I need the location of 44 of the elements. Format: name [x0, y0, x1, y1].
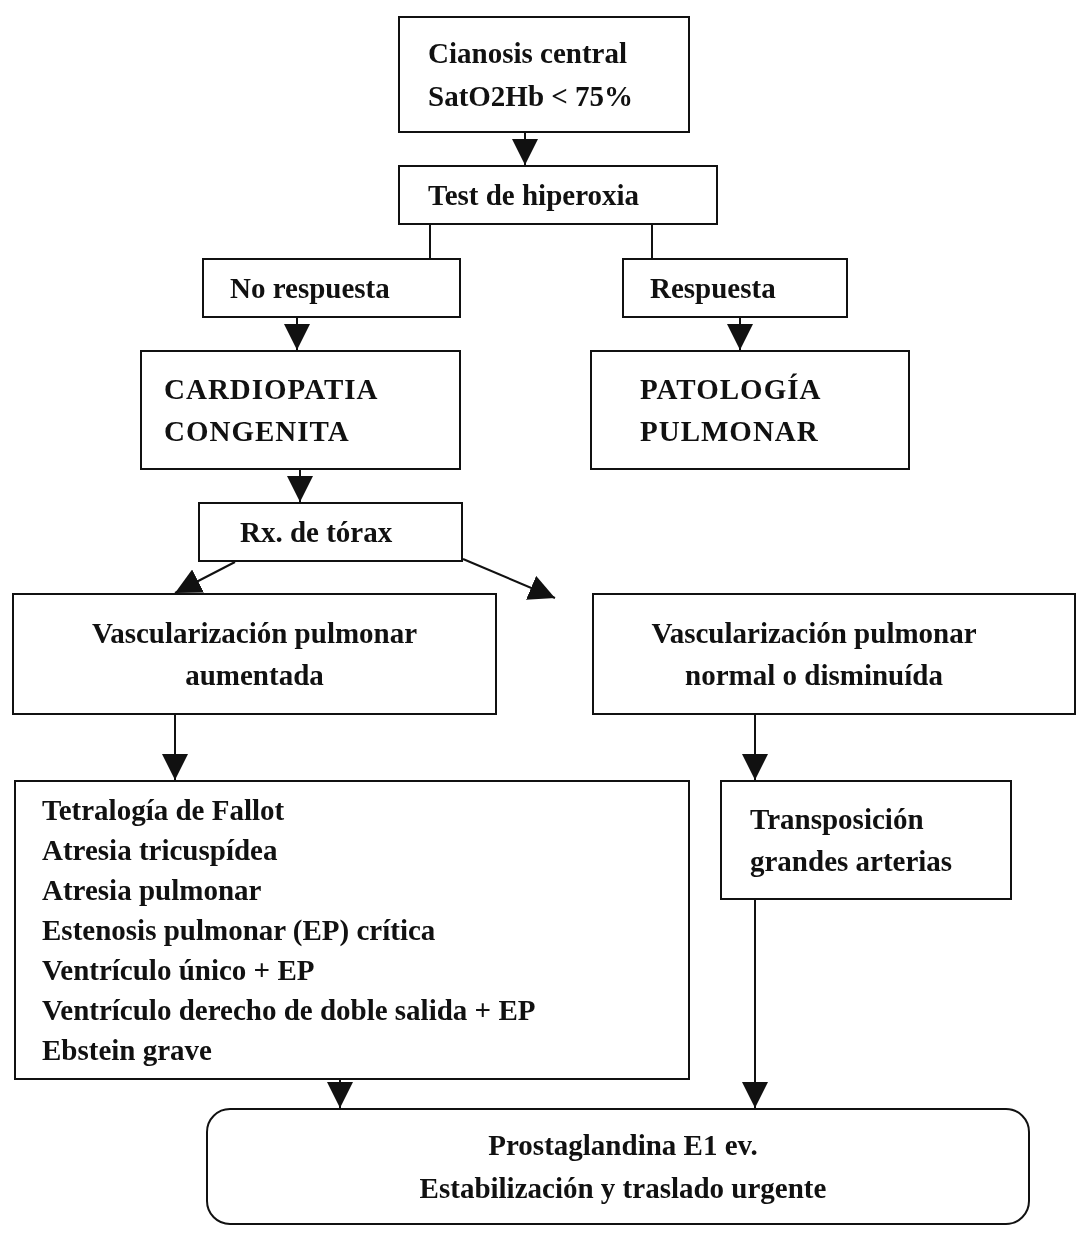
process-box [198, 502, 463, 562]
process-box [622, 258, 848, 318]
connector-line [651, 224, 653, 259]
process-box [592, 593, 1076, 715]
node-text: Atresia pulmonar [42, 872, 263, 908]
node-text: Vascularización pulmonar aumentada [90, 615, 419, 693]
process-box [590, 350, 910, 470]
arrow [512, 132, 538, 166]
node-text: Ebstein grave [42, 1033, 213, 1069]
arrow [327, 1079, 353, 1109]
process-box [14, 780, 690, 1080]
node-text: Tetralogía de Fallot [42, 792, 286, 828]
terminal-box [206, 1108, 1030, 1225]
arrow [462, 558, 556, 600]
arrow [742, 714, 768, 781]
node-text: Atresia tricuspídea [42, 832, 279, 868]
process-box [202, 258, 461, 318]
node-text: Respuesta [650, 270, 777, 306]
arrow [742, 899, 768, 1109]
arrow [727, 317, 753, 351]
node-text: Ventrículo único + EP [42, 953, 316, 988]
node-text: PATOLOGÍA PULMONAR [640, 371, 822, 449]
node-text: Test de hiperoxia [428, 177, 641, 213]
node-text: Estabilización y traslado urgente [418, 1170, 828, 1206]
node-text: Vascularización pulmonar normal o disminuída [650, 615, 978, 693]
process-box [398, 165, 718, 225]
node-text: Transposición grandes arterias [750, 801, 954, 879]
arrow [174, 561, 236, 594]
arrow [284, 317, 310, 351]
node-text: SatO2Hb < 75% [428, 78, 635, 114]
node-text: Rx. de tórax [240, 514, 394, 550]
node-text: Cianosis central [428, 36, 628, 72]
node-text: No respuesta [230, 270, 391, 306]
process-box [140, 350, 461, 470]
process-box [720, 780, 1012, 900]
node-text: Ventrículo derecho de doble salida + EP [42, 993, 537, 1028]
process-box [398, 16, 690, 133]
arrow [287, 469, 313, 503]
arrow [162, 714, 188, 781]
node-text: Prostaglandina E1 ev. [487, 1128, 759, 1164]
process-box [12, 593, 497, 715]
node-text: CARDIOPATIA CONGENITA [164, 371, 379, 449]
node-text: Estenosis pulmonar (EP) crítica [42, 913, 437, 948]
connector-line [429, 224, 431, 259]
